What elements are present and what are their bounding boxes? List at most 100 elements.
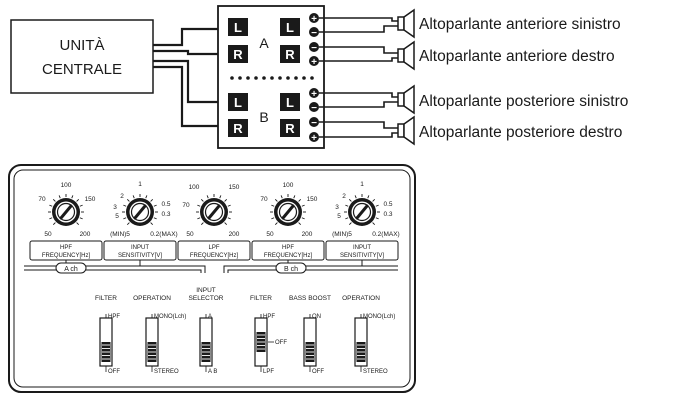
- channel-badge-a-out-r: [280, 45, 300, 63]
- knob-label-text: FREQUENCY[Hz]: [264, 253, 313, 259]
- knob-tick-mark: [150, 222, 154, 226]
- terminal-plus-icon: +: [309, 132, 319, 144]
- knob-tick-label: 5: [115, 213, 119, 220]
- switch-option-top: HPF: [108, 314, 120, 320]
- switch-title: FILTER: [95, 295, 117, 302]
- channel-letter: L: [286, 20, 294, 35]
- channel-b-label: B ch: [284, 266, 298, 273]
- svg-text:+: +: [311, 14, 317, 25]
- knob-tick-mark: [375, 204, 379, 207]
- group-a: L R L R A: [228, 18, 300, 63]
- switch-thumb[interactable]: [305, 342, 315, 362]
- svg-text:−: −: [311, 43, 317, 54]
- cable-b-left: [153, 59, 230, 104]
- group-separator-dots: [230, 76, 314, 80]
- speaker-terminals: + − − + + − − +: [309, 13, 319, 144]
- switch-option-bottom: STEREO: [363, 369, 388, 375]
- knob-tick-mark: [58, 195, 61, 199]
- svg-text:−: −: [311, 118, 317, 129]
- knob-tick-mark: [372, 222, 376, 226]
- channel-letter: L: [286, 95, 294, 110]
- channel-badge-a-out-l: [280, 18, 300, 36]
- knob-tick-label: 0.3: [383, 211, 392, 218]
- knob-tick-mark: [224, 198, 228, 202]
- switch-thumb[interactable]: [101, 342, 111, 362]
- knob-tick-mark: [153, 217, 157, 220]
- terminal-minus-icon: −: [309, 27, 319, 39]
- channel-letter: R: [285, 47, 295, 62]
- group-b: L R L R B: [228, 93, 300, 137]
- knob-tick-label: 100: [283, 182, 294, 189]
- knob-tick-mark: [227, 204, 231, 207]
- speaker-icons: [397, 8, 415, 146]
- knob-tick-mark: [271, 204, 275, 207]
- speaker-label-front-left: Altoparlante anteriore sinistro: [419, 16, 621, 33]
- switch-thumb[interactable]: [356, 342, 366, 362]
- channel-a-tag: A ch: [55, 262, 87, 274]
- head-unit: UNITÀ CENTRALE: [10, 19, 154, 94]
- speaker-icon: [397, 40, 415, 71]
- switch-option-top: A: [208, 314, 212, 320]
- slide-switch[interactable]: OPERATION MONO(Lch) STEREO: [342, 295, 395, 375]
- knob-tick-label: 50: [266, 231, 274, 238]
- knob-tick-mark: [372, 198, 376, 202]
- svg-text:−: −: [311, 28, 317, 39]
- channel-badge-a-in-l: [228, 18, 248, 36]
- terminal-plus-icon: +: [309, 13, 319, 25]
- group-a-label: A: [259, 35, 269, 51]
- knob-tick-mark: [145, 195, 148, 199]
- knob-label-text: LPF: [208, 245, 219, 251]
- speaker-label-rear-left: Altoparlante posteriore sinistro: [419, 93, 628, 110]
- speaker-icon: [397, 8, 415, 39]
- knob-pointer: [133, 204, 147, 220]
- knob-tick-label: 3: [113, 204, 117, 211]
- knob-label-text: FREQUENCY[Hz]: [42, 253, 91, 259]
- knob-label-boxes: HPF FREQUENCY[Hz] INPUT SENSITIVITY[V] L…: [29, 240, 399, 261]
- switch-thumb[interactable]: [256, 332, 266, 352]
- knob-tick-mark: [227, 217, 231, 220]
- speaker-icon: [397, 84, 415, 115]
- knob-tick-mark: [76, 198, 80, 202]
- group-b-label: B: [259, 109, 268, 125]
- knob-tick-mark: [52, 222, 56, 226]
- knob-tick-label: 1: [360, 181, 364, 188]
- knob-tick-mark: [375, 217, 379, 220]
- cable-a-right: [153, 49, 230, 56]
- svg-text:+: +: [311, 57, 317, 68]
- knob-tick-mark: [345, 204, 349, 207]
- knob-tick-label: (MIN)5: [332, 231, 352, 238]
- channel-letter: L: [234, 20, 242, 35]
- svg-text:+: +: [311, 133, 317, 144]
- knob-tick-mark: [367, 195, 370, 199]
- channel-a-label: A ch: [64, 266, 78, 273]
- knob-tick-mark: [293, 195, 296, 199]
- switch-title: OPERATION: [133, 295, 171, 302]
- switch-option-top: MONO(Lch): [154, 314, 186, 320]
- knob-ring: [352, 202, 372, 222]
- terminal-minus-icon: −: [309, 42, 319, 54]
- knob-label-text: INPUT: [131, 245, 149, 251]
- channel-badge-b-in-l: [228, 93, 248, 111]
- knob-tick-mark: [274, 222, 278, 226]
- knob-tick-mark: [49, 204, 53, 207]
- knob-tick-mark: [197, 217, 201, 220]
- switch-title: OPERATION: [342, 295, 380, 302]
- knob-label-text: HPF: [60, 245, 72, 251]
- switch-thumb[interactable]: [201, 342, 211, 362]
- channel-badge-b-out-r: [280, 119, 300, 137]
- switch-option-top: MONO(Lch): [363, 314, 395, 320]
- switch-thumb[interactable]: [147, 342, 157, 362]
- knob-tick-label: 3: [335, 204, 339, 211]
